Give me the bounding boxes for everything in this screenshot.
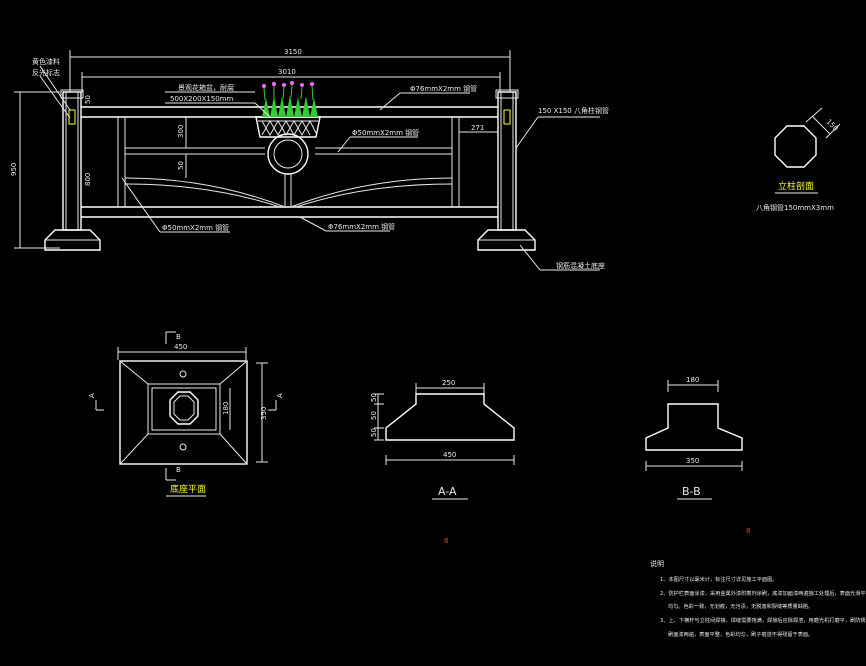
base-plan-title: 底座平面: [170, 483, 206, 495]
note-item: 1、本图尺寸以毫米计，标注尺寸详见施工平面图。: [660, 575, 777, 583]
red-mark-1: 8: [444, 537, 448, 545]
aa-title: A-A: [438, 485, 457, 498]
note-item: 2、防护栏表面涂漆，采用金属外漆附着剂涂刷，底漆加面漆两遍施工处理后，表面光滑平…: [660, 589, 866, 597]
notes-block: 说明 1、本图尺寸以毫米计，标注尺寸详见施工平面图。 2、防护栏表面涂漆，采用金…: [650, 559, 866, 638]
reflective-marker: [503, 109, 511, 125]
label-reflective: 反光标志: [32, 68, 60, 77]
label-planter: 景观花箱盆，耐腐: [178, 83, 234, 92]
mark-a-left: A: [88, 393, 96, 398]
section-aa: 250 50 50 50 450 A-A: [370, 379, 515, 500]
mark-b-top: B: [176, 333, 181, 341]
bb-title: B-B: [682, 485, 701, 498]
aa-dim-top: 250: [442, 379, 455, 387]
aa-profile: [385, 393, 515, 441]
label-mid-rail: Φ50mmX2mm 钢管: [352, 128, 419, 137]
section-bb: 180 350 B-B: [645, 376, 743, 500]
label-base: 钢筋混凝土底座: [556, 261, 605, 270]
base-outer: [119, 360, 248, 465]
ring-ornament: [267, 133, 309, 175]
base-octagon-socket: [169, 391, 199, 425]
dim-inner: 3010: [278, 68, 296, 76]
bb-dim-top: 180: [686, 376, 699, 384]
base-dim-inner: 180: [222, 402, 230, 415]
post-section-title: 立柱剖面: [778, 180, 814, 192]
mark-b-bottom: B: [176, 466, 181, 474]
note-item: 均匀。色彩一致，无划痕，无污渍，无脱落和裂缝等质量缺陷。: [668, 602, 813, 610]
dim-side: 271: [471, 124, 484, 132]
aa-dim-h2: 50: [370, 411, 378, 420]
label-bottom-rail: Φ76mmX2mm 钢管: [328, 222, 395, 231]
label-planter-size: 500X200X150mm: [170, 95, 233, 103]
label-paint: 黄色漆料: [32, 57, 60, 66]
label-top-rail: Φ76mmX2mm 钢管: [410, 84, 477, 93]
label-left-rail: Φ50mmX2mm 钢管: [162, 223, 229, 232]
railing-elevation: 3150 3010 950: [10, 48, 609, 271]
aa-dim-h1: 50: [370, 393, 378, 402]
red-mark-2: 8: [746, 527, 750, 535]
bb-dim-bottom: 350: [686, 457, 699, 465]
octagon-post-section: [774, 125, 817, 168]
note-item: 刷面漆两遍，表面平整，色彩均匀，刷子痕迹不得残留于表面。: [668, 630, 813, 638]
dim-rail-gap: 300: [177, 125, 185, 138]
dim-height: 950: [10, 163, 18, 176]
dim-post-inner: 800: [84, 173, 92, 186]
mark-a-right: A: [276, 393, 284, 398]
dim-mid: 50: [177, 161, 185, 170]
note-item: 3、上、下横杆与立柱间焊接，焊缝需要饱满，焊接后应除焊渣，用磨光机打磨平，刷防锈…: [660, 616, 866, 624]
base-dim-width: 450: [174, 343, 187, 351]
base-plan: 450 350 180 B B A A 底座平面: [88, 331, 284, 497]
bb-profile: [645, 403, 743, 451]
dim-top-offset: 50: [84, 95, 92, 104]
base-dim-height: 350: [260, 407, 268, 420]
aa-dim-h3: 50: [370, 428, 378, 437]
planter-box: [255, 81, 321, 138]
dim-total: 3150: [284, 48, 302, 56]
label-post: 150 X150 八角柱钢管: [538, 106, 609, 115]
post-section: 150 立柱剖面 八角钢管150mmX3mm: [756, 107, 841, 212]
aa-dim-bottom: 450: [443, 451, 456, 459]
notes-title: 说明: [650, 559, 664, 568]
post-section-note: 八角钢管150mmX3mm: [756, 203, 834, 212]
